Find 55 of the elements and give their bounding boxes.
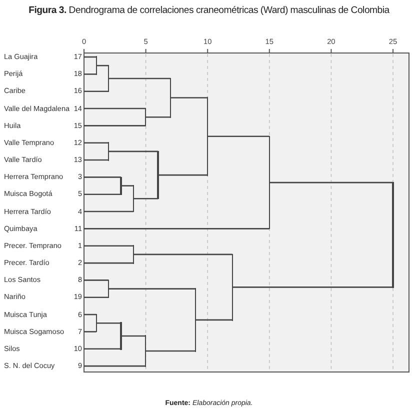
dendrogram-branch <box>158 174 208 176</box>
dendrogram-branch <box>84 74 96 75</box>
cluster-join-line <box>170 78 172 118</box>
dendrogram-branch <box>170 97 208 98</box>
cluster-join-line <box>232 254 233 321</box>
cluster-join-line <box>132 185 134 212</box>
cluster-join-line <box>145 335 146 367</box>
dendrogram-branch <box>232 286 393 288</box>
cluster-join-line <box>120 176 122 195</box>
dendrogram-branch <box>84 194 122 196</box>
cluster-join-line <box>268 136 270 230</box>
dendrogram-branch <box>96 322 122 324</box>
dendrogram-branch <box>84 331 96 332</box>
dendrogram-branch <box>84 314 96 316</box>
cluster-join-line <box>120 322 122 350</box>
cluster-join-line <box>108 142 110 161</box>
cluster-join-line <box>108 64 110 92</box>
cluster-join-line <box>157 150 159 200</box>
dendrogram-branch <box>84 210 134 212</box>
dendrogram-branch <box>121 335 146 337</box>
dendrogram-branch <box>84 245 134 247</box>
dendrogram-branch <box>108 288 196 290</box>
cluster-join-line <box>145 108 146 126</box>
dendrogram-branch <box>84 262 134 264</box>
dendrogram-branch <box>84 348 122 350</box>
dendrogram-branch <box>96 64 109 66</box>
cluster-join-line <box>132 245 134 264</box>
figure-title: Figura 3. Dendrograma de correlaciones craneométricas (Ward) masculinas de Colombia <box>28 5 391 16</box>
dendrogram-branch <box>84 125 146 126</box>
dendrogram-branch <box>121 185 134 186</box>
dendrogram-branch <box>269 182 393 184</box>
dendrogram-branch <box>84 142 109 144</box>
cluster-join-line <box>108 280 110 298</box>
dendrogram-branch <box>146 350 196 352</box>
dendrogram-branch <box>84 90 109 92</box>
dendrogram-branch <box>208 136 270 138</box>
dendrogram-branch <box>84 296 109 298</box>
dendrogram-branch <box>84 228 270 230</box>
dendrogram-branch <box>84 108 146 110</box>
cluster-join-line <box>206 97 208 176</box>
dendrogram-branch <box>195 319 232 321</box>
dendrogram-branch <box>133 254 232 256</box>
dendrogram-branch <box>133 198 158 200</box>
dendrogram-branch <box>146 116 171 118</box>
dendrogram-branch <box>84 56 96 58</box>
dendrogram-branch <box>108 150 158 152</box>
cluster-join-line <box>96 56 98 75</box>
cluster-join-line <box>96 314 98 332</box>
dendrogram-branch <box>84 176 122 178</box>
dendrogram-branch <box>108 78 171 80</box>
cluster-join-line <box>194 288 196 352</box>
dendrogram-branch <box>84 159 109 161</box>
dendrogram-branch <box>84 280 109 281</box>
cluster-join-line <box>392 182 394 288</box>
dendrogram-branch <box>84 365 146 367</box>
